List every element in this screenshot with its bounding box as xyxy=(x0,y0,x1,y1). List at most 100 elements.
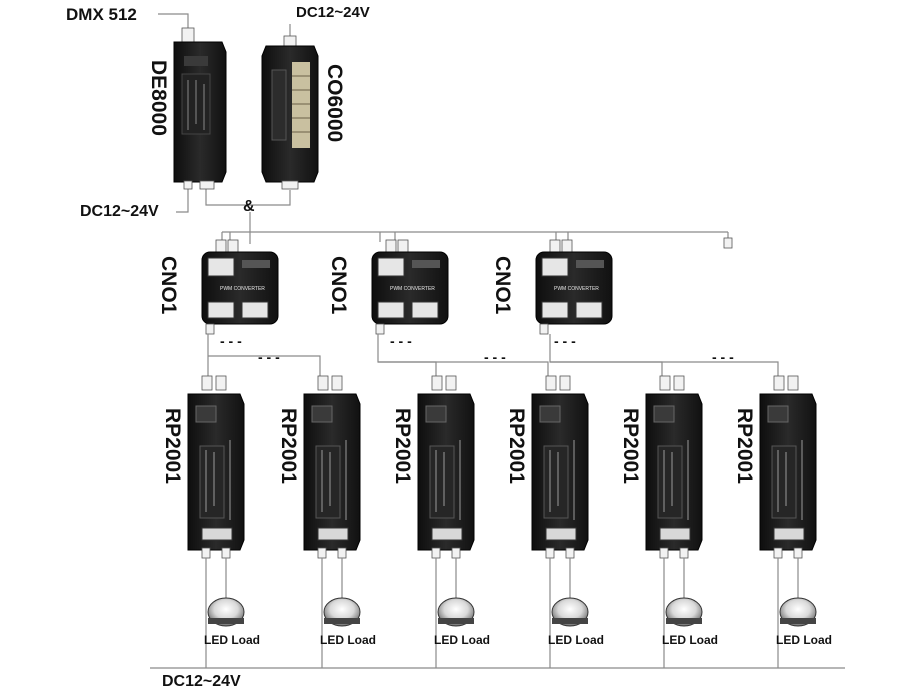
converter-output-terminal xyxy=(541,301,569,319)
repeater-model-label: RP2001 xyxy=(505,408,528,484)
converter-output-terminal xyxy=(377,301,405,319)
repeater-model-label: RP2001 xyxy=(619,408,642,484)
repeater-label-area xyxy=(315,445,341,519)
repeater-rp2001: LED Load xyxy=(645,375,718,668)
controller-button-panel xyxy=(292,62,310,148)
led-load-base xyxy=(666,618,702,624)
converter-input-plug xyxy=(561,239,573,253)
repeater-output-terminal xyxy=(773,527,805,541)
converter-caption: PWM CONVERTER xyxy=(554,286,599,292)
repeater-output-plug xyxy=(337,547,347,559)
bus-terminator xyxy=(723,237,733,249)
converter-model-label: CNO1 xyxy=(491,256,514,315)
bus-drops xyxy=(221,232,729,242)
repeater-input-plug xyxy=(787,375,799,391)
converter-output-plug xyxy=(539,323,549,335)
repeater-input-terminal xyxy=(653,405,675,423)
decoder-power-label: DC12~24V xyxy=(80,203,159,220)
controller-output-plug xyxy=(281,180,299,190)
repeater-output-plug xyxy=(793,547,803,559)
converter-model-label: CNO1 xyxy=(157,256,180,315)
converter-to-repeater-wire xyxy=(378,361,549,378)
decoder-model-label: DE8000 xyxy=(147,60,170,136)
controller-co6000 xyxy=(261,35,319,190)
repeater-model-label: RP2001 xyxy=(277,408,300,484)
repeater-output-terminal xyxy=(317,527,349,541)
repeater-input-plug xyxy=(201,375,213,391)
converter-cno1: PWM CONVERTER - - - xyxy=(535,239,613,349)
led-load-label: LED Load xyxy=(662,633,718,647)
decoder-controller-link xyxy=(205,188,291,206)
repeater-output-plug xyxy=(679,547,689,559)
repeater-output-plug xyxy=(545,547,555,559)
converter-input-terminal xyxy=(377,257,405,277)
repeater-input-terminal xyxy=(425,405,447,423)
continuation-ellipsis: - - - xyxy=(554,333,576,349)
top-wires xyxy=(158,13,733,249)
decoder-de8000 xyxy=(173,27,227,190)
led-load-base xyxy=(438,618,474,624)
decoder-input-plug xyxy=(181,27,195,43)
repeater-model-label: RP2001 xyxy=(391,408,414,484)
converter-cno1: PWM CONVERTER- - - xyxy=(371,239,449,349)
repeater-input-plug xyxy=(559,375,571,391)
bottom-power-label: DC12~24V xyxy=(162,673,241,690)
converter-output-plug xyxy=(375,323,385,335)
led-load-label: LED Load xyxy=(320,633,376,647)
repeater-output-plug xyxy=(201,547,211,559)
repeater-input-plug xyxy=(431,375,443,391)
led-load-label: LED Load xyxy=(204,633,260,647)
repeater-output-plug xyxy=(431,547,441,559)
repeater-rp2001: LED Load xyxy=(417,375,490,668)
led-load-label: LED Load xyxy=(776,633,832,647)
converter-input-terminal xyxy=(541,257,569,277)
repeater-input-plug xyxy=(545,375,557,391)
repeater-input-plug xyxy=(215,375,227,391)
repeater-model-label: RP2001 xyxy=(733,408,756,484)
repeater-input-plug xyxy=(445,375,457,391)
repeater-label-area xyxy=(771,445,797,519)
converter-caption: PWM CONVERTER xyxy=(390,286,435,292)
repeater-model-label: RP2001 xyxy=(161,408,184,484)
converter-dip-switch xyxy=(576,260,604,268)
repeater-label-area xyxy=(543,445,569,519)
converter-output-terminal xyxy=(411,301,439,319)
converter-to-repeater-wire xyxy=(550,361,779,378)
converter-cno1: PWM CONVERTER- - - xyxy=(201,239,279,349)
repeater-output-plug xyxy=(221,547,231,559)
repeater-label-area xyxy=(429,445,455,519)
repeater-output-plug xyxy=(659,547,669,559)
dmx-input-wire xyxy=(158,13,189,28)
repeater-output-plug xyxy=(565,547,575,559)
repeater-input-terminal xyxy=(767,405,789,423)
converter-input-plug xyxy=(397,239,409,253)
repeater-output-terminal xyxy=(431,527,463,541)
converter-input-terminal xyxy=(207,257,235,277)
converter-output-terminal xyxy=(207,301,235,319)
repeater-rp2001: LED Load xyxy=(759,375,832,668)
led-load-base xyxy=(208,618,244,624)
repeater-output-terminal xyxy=(201,527,233,541)
converter-output-terminal xyxy=(241,301,269,319)
repeater-input-terminal xyxy=(311,405,333,423)
repeater-output-terminal xyxy=(545,527,577,541)
continuation-ellipsis: - - - xyxy=(220,333,242,349)
repeater-input-plug xyxy=(331,375,343,391)
decoder-power-wire xyxy=(176,186,189,213)
controller-power-label: DC12~24V xyxy=(296,4,370,21)
led-load-base xyxy=(552,618,588,624)
decoder-panel xyxy=(184,56,208,66)
repeater-output-plug xyxy=(451,547,461,559)
repeater-output-plug xyxy=(773,547,783,559)
converter-model-label: CNO1 xyxy=(327,256,350,315)
converter-to-repeater-wire xyxy=(208,355,321,378)
repeater-rp2001: LED Load xyxy=(531,375,604,668)
repeater-input-plug xyxy=(673,375,685,391)
repeater-input-plug xyxy=(659,375,671,391)
continuation-ellipsis: - - - xyxy=(712,349,734,365)
continuation-ellipsis: - - - xyxy=(258,349,280,365)
repeater-input-plug xyxy=(773,375,785,391)
